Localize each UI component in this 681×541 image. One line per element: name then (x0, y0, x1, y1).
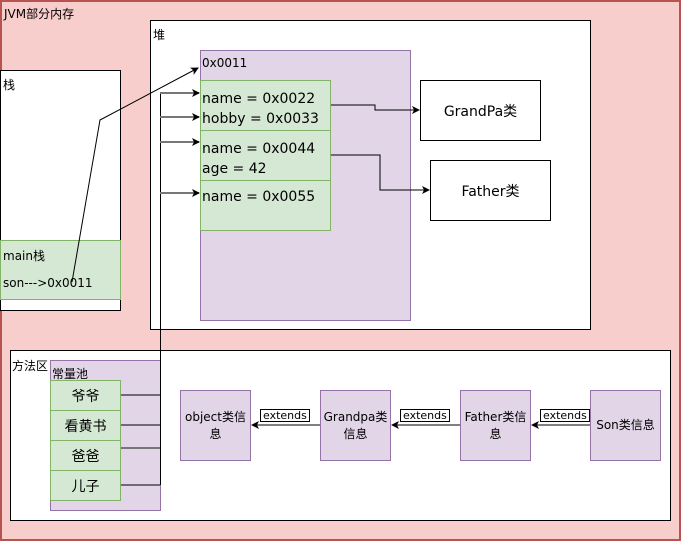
grandpa-class-box[interactable]: GrandPa类 (420, 80, 541, 141)
pool-item-grandpa[interactable]: 爷爷 (50, 380, 121, 411)
extends-label-2: extends (400, 409, 450, 422)
object-address: 0x0011 (202, 56, 248, 70)
field-name-son: name = 0x0055 (202, 189, 316, 205)
father-class-info[interactable]: Father类信息 (460, 390, 531, 461)
son-fields[interactable]: name = 0x0055 (200, 180, 331, 231)
extends-label-3: extends (540, 409, 590, 422)
son-class-info[interactable]: Son类信息 (590, 390, 661, 461)
field-name-father: name = 0x0044 (202, 141, 316, 157)
father-fields[interactable]: name = 0x0044 age = 42 (200, 130, 331, 181)
pool-item-father[interactable]: 爸爸 (50, 440, 121, 471)
son-variable: son--->0x0011 (3, 276, 93, 290)
extends-label-1: extends (260, 409, 310, 422)
stack-label: 栈 (3, 78, 16, 92)
field-age: age = 42 (202, 161, 267, 177)
pool-item-son[interactable]: 儿子 (50, 470, 121, 501)
heap-label: 堆 (153, 28, 166, 42)
main-frame-label: main栈 (3, 249, 45, 263)
object-class-info[interactable]: object类信息 (180, 390, 251, 461)
diagram-title: JVM部分内存 (4, 7, 75, 21)
constant-pool-label: 常量池 (52, 367, 89, 381)
father-class-box[interactable]: Father类 (430, 160, 551, 221)
pool-item-hobby[interactable]: 看黄书 (50, 410, 121, 441)
grandpa-fields[interactable]: name = 0x0022 hobby = 0x0033 (200, 80, 331, 131)
field-hobby: hobby = 0x0033 (202, 111, 319, 127)
grandpa-class-info[interactable]: Grandpa类信息 (320, 390, 391, 461)
method-area-label: 方法区 (12, 359, 49, 373)
field-name-grandpa: name = 0x0022 (202, 91, 316, 107)
